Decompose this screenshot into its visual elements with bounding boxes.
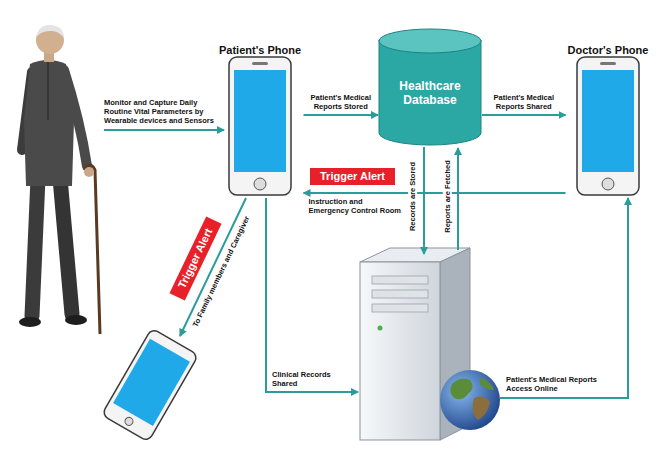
power-led [378, 326, 383, 331]
man-hair [36, 25, 64, 38]
flow-label: Records are Stored [408, 159, 417, 232]
flow-line [104, 129, 224, 131]
phone-heading: Patient's Phone [219, 43, 301, 57]
flow-line [423, 147, 425, 254]
phone-button [124, 416, 135, 427]
phone-screen [234, 70, 286, 172]
phone-speaker [600, 62, 616, 65]
elderly-man [19, 25, 100, 334]
flow-line [500, 198, 628, 398]
globe-land [473, 397, 490, 420]
globe-land [450, 379, 472, 400]
alert-label: Trigger Alert [310, 168, 395, 185]
database-label: Healthcare Database [378, 79, 482, 107]
globe [440, 370, 500, 430]
edge-label: Patient's Medical Reports Shared [483, 93, 565, 111]
suit-line [47, 62, 49, 120]
patient-phone: Patient's Phone [217, 40, 304, 196]
man-leg [32, 178, 38, 316]
phone-screen [582, 70, 634, 172]
globe-ocean [440, 370, 500, 430]
connector [482, 114, 566, 116]
doctor-phone: Doctor's Phone [566, 40, 651, 196]
edge-label: Instruction and Emergency Control Room [309, 197, 405, 215]
phone-button [254, 178, 266, 190]
man-arm [64, 70, 87, 166]
flow-lines [104, 130, 628, 398]
cylinder-body [379, 40, 481, 145]
edge-label: Patient's Medical Reports Stored [307, 93, 375, 111]
phone-body [102, 328, 199, 442]
flow-label: Clinical Records Shared [272, 370, 356, 388]
phone-button [602, 178, 614, 190]
flow-line [457, 148, 459, 250]
man-hand [84, 167, 94, 177]
man-shoe [19, 317, 41, 327]
flow-label: Patient's Medical Reports Access Online [506, 375, 624, 393]
server-front [360, 262, 440, 440]
man-leg [60, 178, 72, 314]
phone-heading: Doctor's Phone [568, 43, 649, 57]
connector [304, 192, 566, 194]
drive-bay [372, 290, 428, 298]
alert-box: Trigger Alert [310, 168, 395, 185]
cylinder-top [379, 29, 481, 53]
drive-bay [372, 304, 428, 312]
phone-screen [113, 339, 190, 426]
phone-body [229, 57, 291, 195]
flow-label: Monitor and Capture Daily Routine Vital … [104, 98, 220, 125]
flow-line [266, 198, 358, 392]
phone-outline [228, 56, 292, 196]
walking-cane [84, 165, 100, 334]
phone-speaker [252, 62, 268, 65]
man-shoe [65, 315, 87, 325]
flow-label: Reports are Fetched [443, 158, 452, 235]
caregiver-phone [102, 328, 199, 442]
connector [304, 114, 379, 116]
database-cylinder: Healthcare Database [378, 28, 482, 146]
phone-body [577, 57, 639, 195]
drive-bay [372, 276, 428, 284]
globe-land [480, 378, 494, 390]
phone-outline [576, 56, 640, 196]
